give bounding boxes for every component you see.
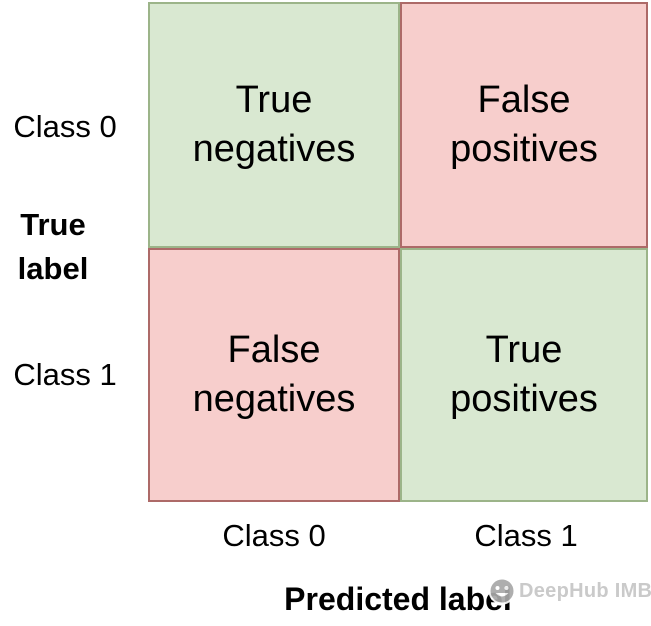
smiley-icon xyxy=(488,577,516,605)
cell-true-positives: True positives xyxy=(400,248,648,502)
col-label-class-1: Class 1 xyxy=(474,518,578,553)
cell-label: True negatives xyxy=(192,79,356,170)
cell-false-positives: False positives xyxy=(400,2,648,248)
matrix-grid: True negatives False positives False neg… xyxy=(148,2,648,502)
cell-false-negatives: False negatives xyxy=(148,248,400,502)
watermark: DeepHub IMBA xyxy=(488,577,651,605)
cell-label: True positives xyxy=(450,329,598,420)
cell-label: False negatives xyxy=(192,329,356,420)
watermark-text: DeepHub IMBA xyxy=(519,579,651,602)
row-label-class-0: Class 0 xyxy=(13,109,117,144)
row-label-class-1: Class 1 xyxy=(13,357,117,392)
cell-true-negatives: True negatives xyxy=(148,2,400,248)
x-axis-title: Predicted label xyxy=(284,581,512,617)
col-label-class-0: Class 0 xyxy=(222,518,326,553)
y-axis-title: True label xyxy=(17,207,89,287)
cell-label: False positives xyxy=(450,79,598,170)
